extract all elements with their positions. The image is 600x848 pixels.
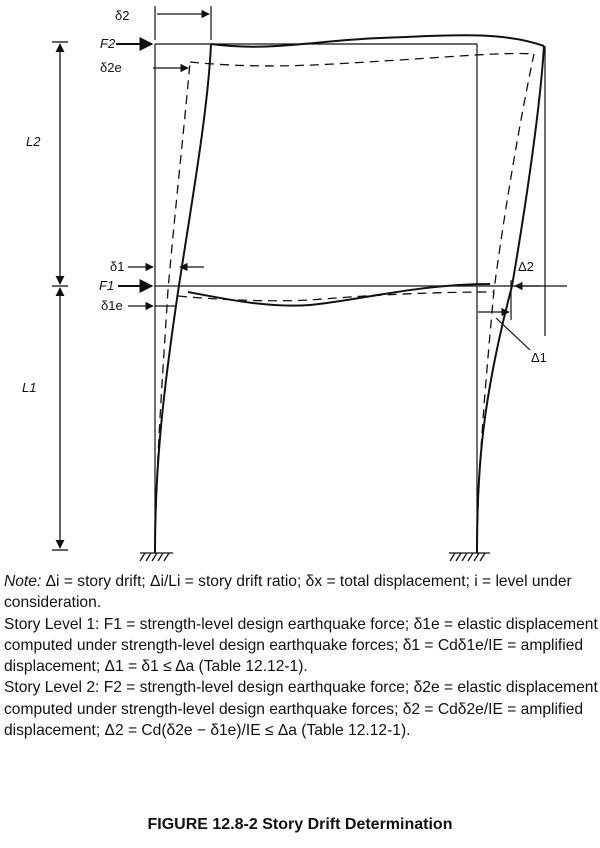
height-dimension xyxy=(52,41,68,551)
delta-2-label: δ2 xyxy=(115,8,129,23)
deformed-frame-dashed xyxy=(154,52,535,554)
left-support xyxy=(139,552,173,562)
level2-annotations xyxy=(116,6,212,73)
f2-label: F2 xyxy=(100,36,116,51)
level1-annotations xyxy=(118,262,204,311)
note-line1: Note: Δi = story drift; Δi/Li = story dr… xyxy=(4,573,572,612)
f1-label: F1 xyxy=(99,278,114,293)
drift-annotations xyxy=(478,46,567,351)
delta-1-label: δ1 xyxy=(110,259,124,274)
l2-label: L2 xyxy=(26,134,41,149)
figure-note: Note: Δi = story drift; Δi/Li = story dr… xyxy=(4,571,598,741)
undeformed-frame xyxy=(154,43,478,553)
delta-2e-label: δ2e xyxy=(100,60,122,75)
delta-1e-label: δ1e xyxy=(101,298,123,313)
note-level1: Story Level 1: F1 = strength-level desig… xyxy=(4,615,598,676)
delta-cap-1-label: Δ1 xyxy=(531,350,547,365)
note-level2: Story Level 2: F2 = strength-level desig… xyxy=(4,679,598,740)
figure-caption: FIGURE 12.8-2 Story Drift Determination xyxy=(147,816,453,833)
right-support xyxy=(449,552,490,562)
delta-cap-2-label: Δ2 xyxy=(518,259,534,274)
l1-label: L1 xyxy=(22,380,36,395)
deformed-frame-solid xyxy=(154,34,545,554)
story-drift-diagram: δ2 F2 δ2e L2 δ1 F1 δ1e L1 Δ2 Δ1 xyxy=(22,6,567,562)
